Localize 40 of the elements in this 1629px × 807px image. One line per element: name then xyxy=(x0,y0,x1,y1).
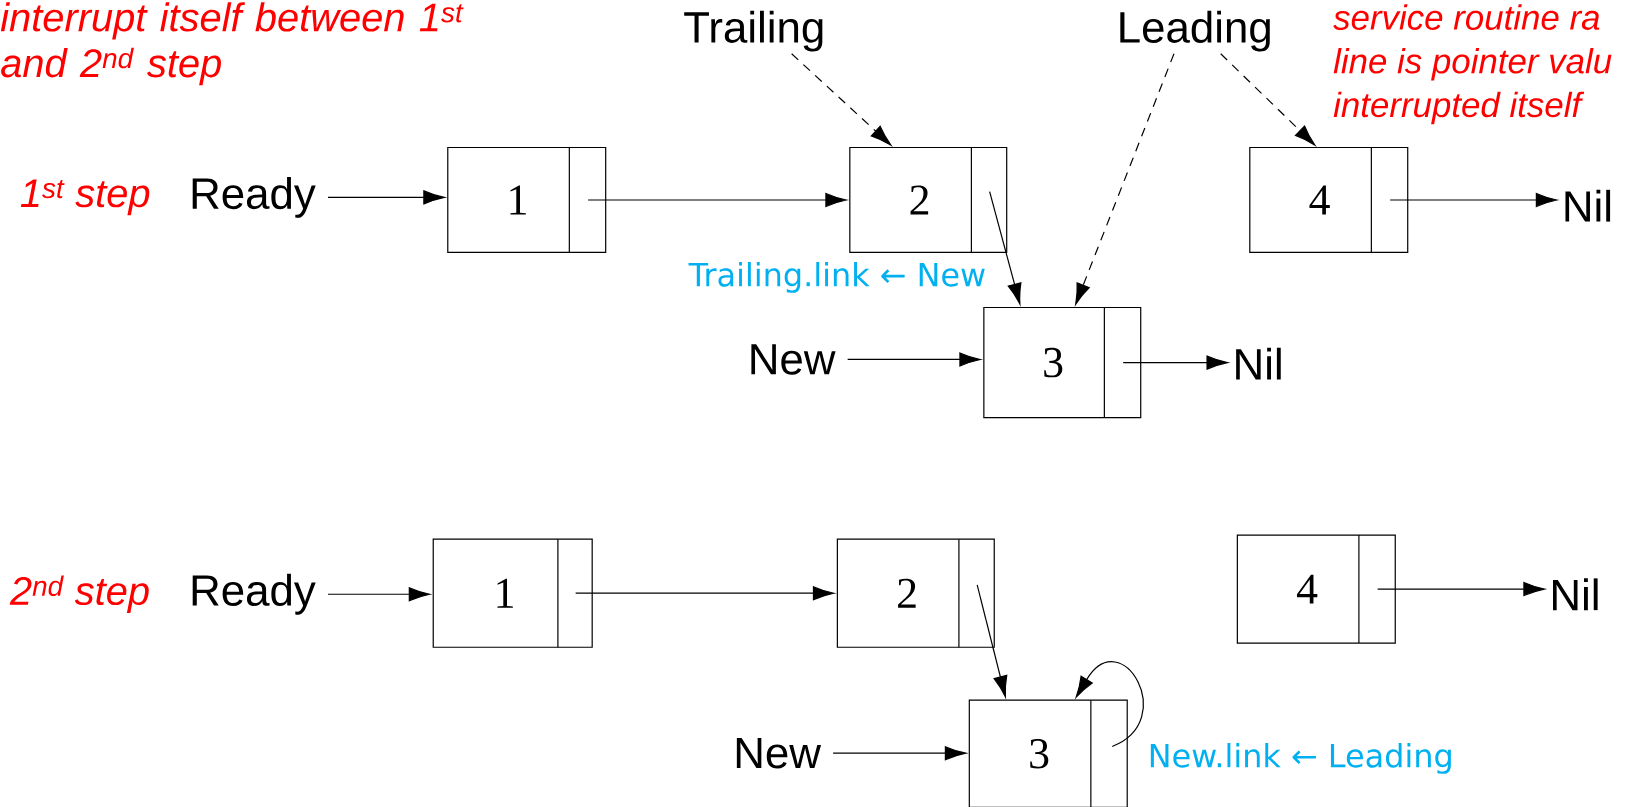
pointer-name: Nil xyxy=(1236,347,1281,380)
list-node-box: 2 xyxy=(849,146,1008,253)
edge-label: New.link ← Leading xyxy=(1150,742,1451,774)
step-label: 1$^{st}$ step xyxy=(20,179,150,216)
note-text: service routine ra xyxy=(1333,4,1600,30)
note-text: interrupt itself between 1$^{st}$ and 2$^{nd}$ step xyxy=(0,2,464,86)
list-node-box: 3 xyxy=(968,699,1128,807)
link-arrow xyxy=(575,586,835,601)
link-arrow xyxy=(587,192,847,207)
arrow xyxy=(327,587,431,602)
pointer-arrow xyxy=(1075,53,1175,305)
arrow xyxy=(327,190,445,205)
step-label: 2$^{nd}$ step xyxy=(9,575,149,613)
pointer-name: Trailing xyxy=(684,10,823,52)
link-arrow xyxy=(1377,581,1545,597)
arrow xyxy=(847,352,981,367)
pointer-name: Ready xyxy=(192,176,316,218)
note-text: interrupted itself xyxy=(1333,91,1585,124)
link-arrow xyxy=(976,584,1008,698)
pointer-name: Nil xyxy=(1553,578,1598,611)
pointer-name: Ready xyxy=(192,573,316,615)
list-node-box: 1 xyxy=(447,146,607,253)
pointer-name: New xyxy=(751,344,836,375)
edge-label: Trailing.link ← New xyxy=(688,261,985,293)
pointer-name: Leading xyxy=(1120,10,1270,52)
list-node-box: 4 xyxy=(1249,146,1409,253)
list-node-box: 2 xyxy=(836,538,995,648)
link-arrow xyxy=(1389,192,1558,207)
pointer-arrow xyxy=(791,53,892,146)
arrow xyxy=(832,746,967,761)
self-loop-arrow xyxy=(1075,661,1144,747)
pointer-name: New xyxy=(736,737,822,769)
link-arrow xyxy=(1122,355,1229,370)
note-text: line is pointer valu xyxy=(1333,47,1612,81)
list-node-box: 4 xyxy=(1236,534,1396,644)
list-node-box: 1 xyxy=(432,538,593,648)
pointer-arrow xyxy=(1220,53,1316,146)
list-node-box: 3 xyxy=(983,306,1142,419)
link-arrow xyxy=(989,190,1022,305)
pointer-name: Nil xyxy=(1565,189,1611,222)
